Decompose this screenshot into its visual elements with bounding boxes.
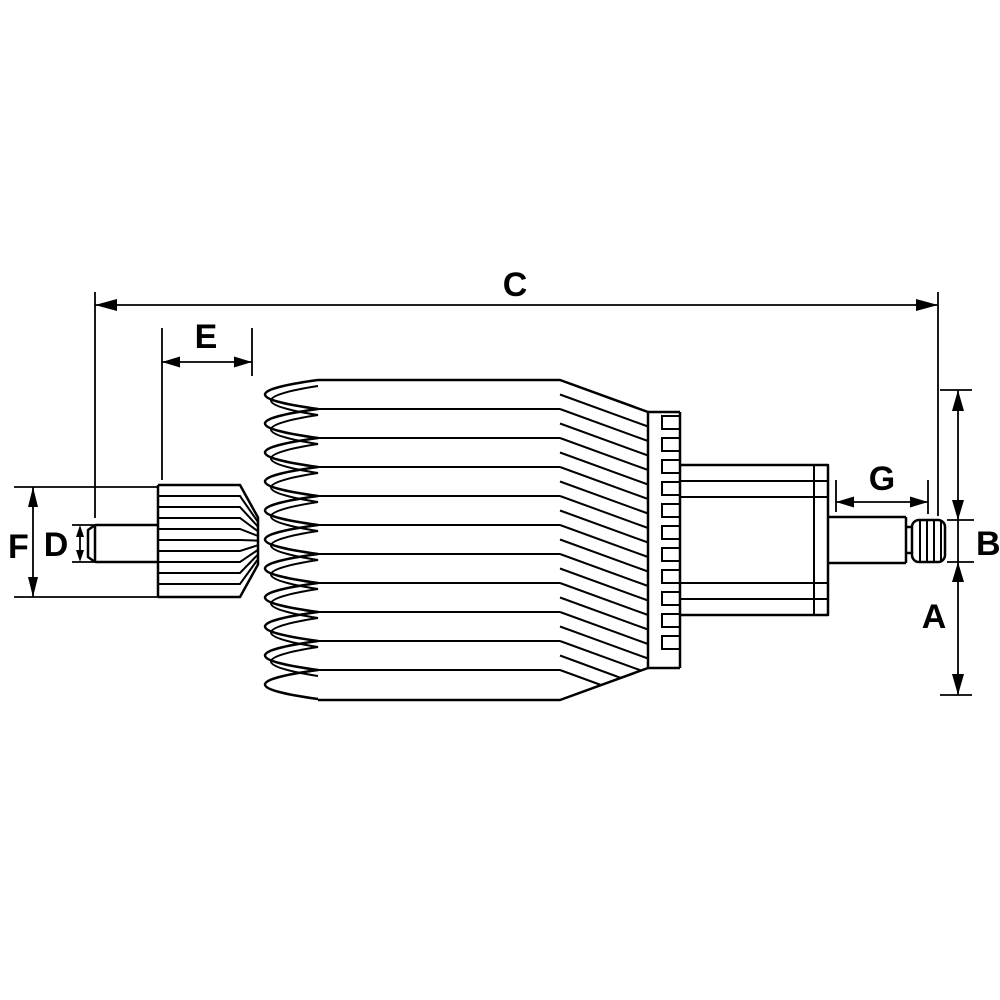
dimension-g-extension-lines — [835, 480, 929, 514]
dimension-e-arrow-right — [234, 356, 252, 368]
dimension-c: C — [94, 266, 939, 518]
core-slot-lines — [318, 408, 560, 671]
dimension-f-arrow-top — [28, 487, 38, 507]
dimension-e-extension-lines — [161, 328, 253, 480]
dimension-b-extension-lines — [947, 519, 974, 563]
dimension-a-arrow-top — [952, 390, 964, 411]
dimension-label-b: B — [976, 525, 1000, 563]
winding-overhang-outer — [264, 378, 320, 701]
winding-overhang-inner — [270, 385, 319, 677]
commutator-segment-lines — [680, 465, 828, 615]
armature-drawing — [86, 378, 947, 702]
dimension-g-arrow-right — [910, 496, 928, 508]
shaft-end-knurl — [910, 518, 947, 564]
dimension-b: B — [947, 500, 1000, 582]
dimension-label-e: E — [195, 318, 218, 356]
core-outline — [318, 378, 650, 702]
dimension-f-arrow-bottom — [28, 577, 38, 597]
commutator-outline — [680, 463, 830, 617]
dimension-c-extension-lines — [94, 292, 939, 518]
shaft-end-knurl-ridges — [919, 520, 942, 562]
dimension-d-arrow-top — [76, 525, 84, 537]
dimension-b-arrow-top — [952, 500, 964, 520]
dimension-d: D — [44, 524, 95, 564]
dimension-c-arrow-left — [95, 299, 117, 311]
dimension-label-f: F — [8, 528, 29, 566]
commutator-riser-teeth — [661, 415, 681, 650]
dimension-b-arrow-bottom — [952, 562, 964, 582]
dimension-g: G — [835, 460, 929, 514]
dimension-e: E — [161, 318, 253, 480]
dimension-e-arrow-left — [162, 356, 180, 368]
dimension-label-d: D — [44, 526, 69, 564]
dimension-a-arrow-bottom — [952, 674, 964, 695]
dimension-d-arrow-bottom — [76, 550, 84, 562]
core-skew-band — [559, 393, 649, 686]
dimension-g-arrow-left — [836, 496, 854, 508]
dimension-label-a: A — [922, 598, 947, 636]
right-shaft — [828, 515, 912, 565]
dimension-a: A — [922, 389, 972, 696]
dimension-label-c: C — [503, 266, 528, 304]
dimension-f: F — [8, 486, 158, 598]
dimension-c-arrow-right — [916, 299, 938, 311]
left-shaft — [86, 523, 158, 564]
spline-teeth — [158, 495, 259, 585]
dimension-label-g: G — [869, 460, 895, 498]
dimension-d-extension-lines — [72, 524, 95, 563]
dimension-a-extension-lines — [940, 389, 972, 696]
dimension-f-extension-lines — [14, 486, 158, 598]
